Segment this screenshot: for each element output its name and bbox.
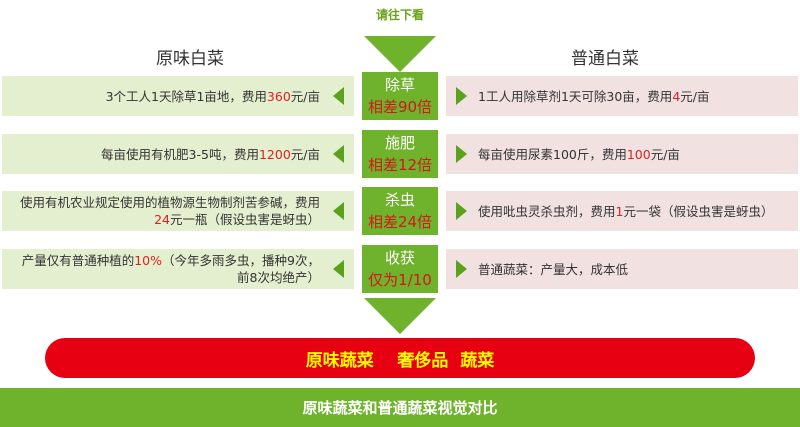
highlight-value: 10% — [134, 253, 163, 268]
row-1-category: 除草 相差90倍 — [362, 72, 438, 120]
footer-text: 原味蔬菜和普通蔬菜视觉对比 — [302, 399, 498, 417]
text: 元/亩 — [650, 146, 680, 162]
row-3-left: 使用有机农业规定使用的植物源生物制剂苦参碱，费用 24元一瓶（假设虫害是蚜虫） — [2, 191, 354, 231]
left-column-title: 原味白菜 — [156, 49, 224, 69]
text: 元/亩 — [290, 146, 320, 162]
right-arrow-icon — [456, 202, 467, 220]
right-arrow-icon — [456, 260, 467, 278]
left-arrow-icon — [333, 260, 344, 278]
footer-title: 原味蔬菜和普通蔬菜视觉对比 — [0, 388, 800, 427]
highlight-value: 360 — [266, 88, 291, 104]
row-1-right-text: 1工人用除草剂1天可除30亩，费用4元/亩 — [478, 88, 709, 105]
left-arrow-icon — [333, 87, 344, 105]
row-3-right-text: 使用吡虫灵杀虫剂，费用1元一袋（假设虫害是蚜虫） — [478, 203, 773, 220]
row-4-category: 收获 仅为1/10 — [362, 245, 438, 293]
down-arrow-icon — [364, 36, 436, 72]
row-3-category: 杀虫 相差24倍 — [362, 187, 438, 235]
row-3-left-text: 使用有机农业规定使用的植物源生物制剂苦参碱，费用 24元一瓶（假设虫害是蚜虫） — [10, 194, 320, 228]
row-2-right-text: 每亩使用尿素100斤，费用100元/亩 — [478, 146, 680, 163]
row-4-right: 普通蔬菜：产量大，成本低 — [446, 249, 798, 289]
left-arrow-icon — [333, 202, 344, 220]
row-4-left: 产量仅有普通种植的10%（今年多雨多虫，播种9次，前8次均绝产） — [2, 249, 354, 289]
right-arrow-icon — [456, 87, 467, 105]
text: 3个工人1天除草1亩地，费用 — [105, 88, 267, 104]
row-2-category: 施肥 相差12倍 — [362, 130, 438, 178]
row-1-left: 3个工人1天除草1亩地，费用360元/亩 — [2, 76, 354, 116]
text: 使用有机农业规定使用的植物源生物制剂苦参碱，费用 — [19, 195, 320, 210]
row-1-left-text: 3个工人1天除草1亩地，费用360元/亩 — [106, 88, 320, 105]
down-arrow-icon — [364, 298, 436, 334]
text: 普通蔬菜：产量大，成本低 — [478, 261, 629, 277]
category-label: 除草 — [384, 76, 415, 94]
category-label: 杀虫 — [384, 191, 415, 209]
text: 产量仅有普通种植的 — [21, 253, 135, 268]
difference-label: 仅为1/10 — [368, 271, 432, 289]
row-2-right: 每亩使用尿素100斤，费用100元/亩 — [446, 134, 798, 174]
difference-label: 相差24倍 — [367, 213, 433, 231]
text: 元/亩 — [680, 88, 710, 104]
text: 每亩使用尿素100斤，费用 — [478, 146, 627, 162]
scroll-hint: 请往下看 — [375, 8, 424, 22]
text: （今年多雨多虫，播种9次，前8次均绝产） — [162, 253, 320, 285]
difference-label: 相差12倍 — [367, 156, 433, 174]
text: 使用吡虫灵杀虫剂，费用 — [478, 203, 616, 219]
text: 元一袋（假设虫害是蚜虫） — [623, 203, 774, 219]
category-label: 施肥 — [384, 134, 415, 152]
row-2-left: 每亩使用有机肥3-5吨，费用1200元/亩 — [2, 134, 354, 174]
row-2-left-text: 每亩使用有机肥3-5吨，费用1200元/亩 — [101, 146, 320, 163]
highlight-value: 4 — [672, 88, 681, 104]
category-label: 收获 — [384, 249, 415, 267]
text: 元一瓶（假设虫害是蚜虫） — [169, 212, 320, 227]
right-arrow-icon — [456, 145, 467, 163]
luxury-banner: 原味蔬菜 奢侈品 蔬菜 — [45, 338, 755, 378]
right-column-title: 普通白菜 — [571, 49, 639, 69]
highlight-value: 1200 — [258, 146, 291, 162]
left-arrow-icon — [333, 145, 344, 163]
highlight-value: 100 — [626, 146, 651, 162]
difference-label: 相差90倍 — [367, 98, 433, 116]
highlight-value: 24 — [154, 212, 170, 227]
text: 1工人用除草剂1天可除30亩，费用 — [478, 88, 673, 104]
highlight-value: 1 — [615, 203, 624, 219]
banner-text: 原味蔬菜 奢侈品 蔬菜 — [305, 350, 495, 371]
row-3-right: 使用吡虫灵杀虫剂，费用1元一袋（假设虫害是蚜虫） — [446, 191, 798, 231]
text: 每亩使用有机肥3-5吨，费用 — [101, 146, 259, 162]
row-4-right-text: 普通蔬菜：产量大，成本低 — [478, 261, 628, 278]
row-4-left-text: 产量仅有普通种植的10%（今年多雨多虫，播种9次，前8次均绝产） — [10, 252, 320, 286]
text: 元/亩 — [290, 88, 320, 104]
row-1-right: 1工人用除草剂1天可除30亩，费用4元/亩 — [446, 76, 798, 116]
